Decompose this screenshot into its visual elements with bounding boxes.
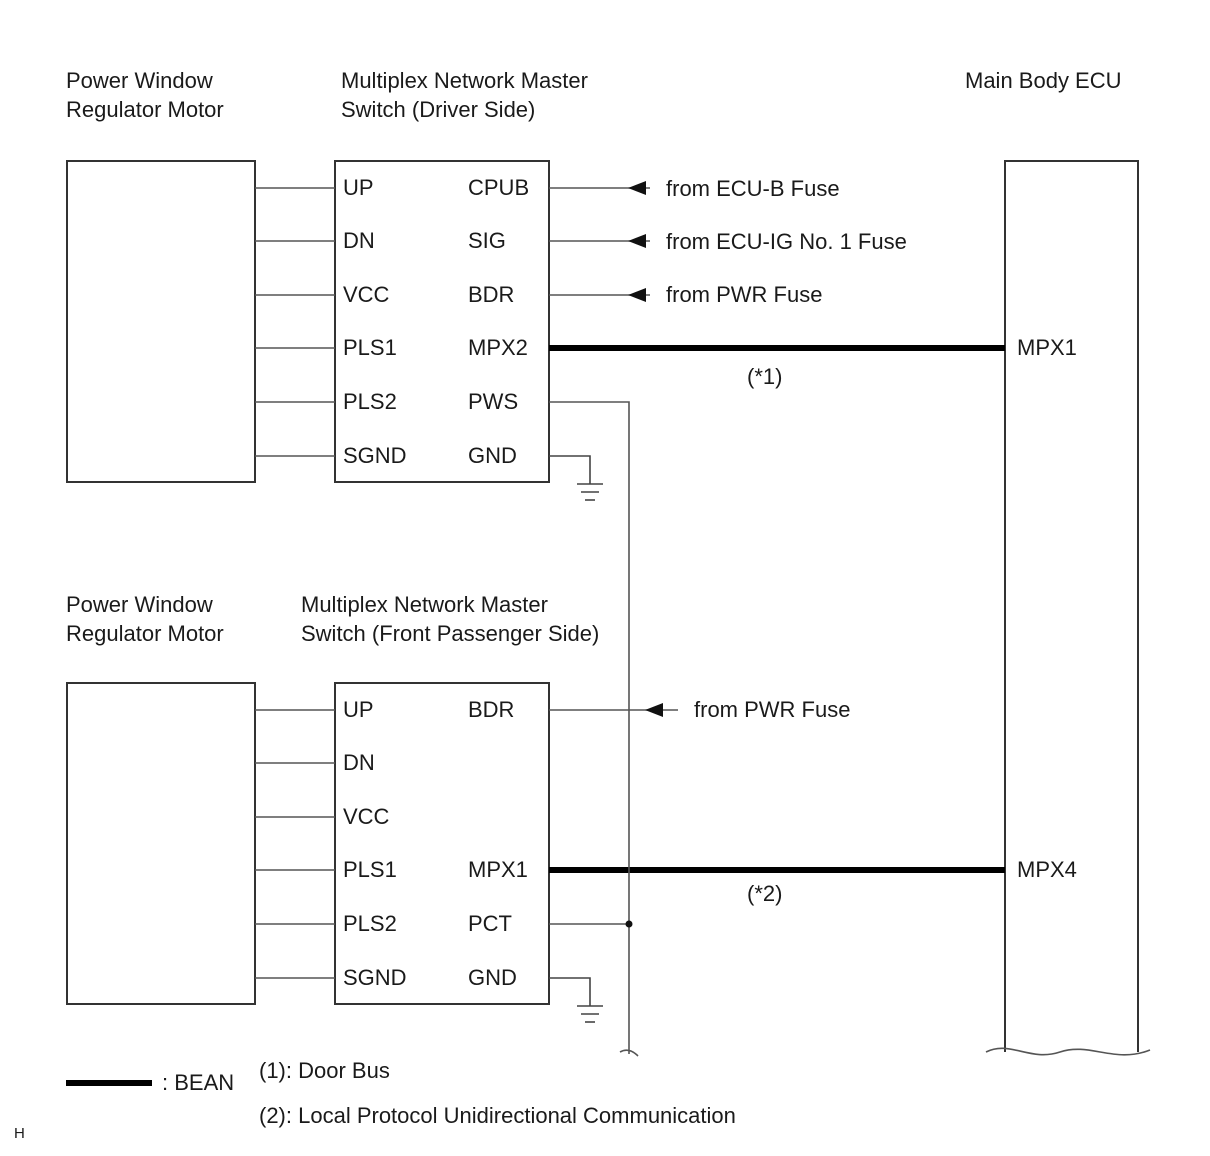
pct-junction-dot [625,920,633,928]
passenger-pin-pct: PCT [468,911,512,936]
driver-pin-pws: PWS [468,389,518,414]
driver-pin-vcc: VCC [343,282,390,307]
motor-top-title-line1: Power Window [66,68,213,93]
ground-symbol-top [549,455,603,501]
pws-wire [549,401,630,1054]
passenger-pin-mpx1: MPX1 [468,857,528,882]
switch-driver-title-line2: Switch (Driver Side) [341,97,535,122]
fuse-ecu-ig1-label: from ECU-IG No. 1 Fuse [666,229,907,254]
fuse-pwr-top-label: from PWR Fuse [666,282,822,307]
pws-wire-break [619,1049,639,1057]
passenger-pin-bdr: BDR [468,697,514,722]
ecu-pin-mpx1: MPX1 [1017,335,1077,360]
arrow-pwr-bottom [645,703,663,717]
motor-top-title-line2: Regulator Motor [66,97,224,122]
ecu-pin-mpx4: MPX4 [1017,857,1077,882]
motor-top-wires [255,187,335,457]
bus-note-1: (*1) [747,364,782,389]
legend-local-protocol: (2): Local Protocol Unidirectional Commu… [259,1103,736,1128]
switch-passenger-title-line2: Switch (Front Passenger Side) [301,621,599,646]
ecu-title: Main Body ECU [965,68,1122,93]
bus-note-2: (*2) [747,881,782,906]
driver-pin-bdr: BDR [468,282,514,307]
passenger-pin-dn: DN [343,750,375,775]
fuse-ecu-b-label: from ECU-B Fuse [666,176,840,201]
legend-bean-label: : BEAN [162,1070,234,1095]
motor-bottom-title-line1: Power Window [66,592,213,617]
arrow-ecu-ig1 [628,234,646,248]
passenger-pin-sgnd: SGND [343,965,407,990]
motor-bottom-title-line2: Regulator Motor [66,621,224,646]
passenger-pin-gnd: GND [468,965,517,990]
fuse-pwr-bottom-label: from PWR Fuse [694,697,850,722]
driver-pin-gnd: GND [468,443,517,468]
arrow-ecu-b [628,181,646,195]
motor-bottom-wires [255,709,335,979]
motor-bottom-box [66,682,256,1005]
passenger-pin-vcc: VCC [343,804,390,829]
driver-pin-cpub: CPUB [468,175,529,200]
switch-passenger-title-line1: Multiplex Network Master [301,592,548,617]
driver-pin-mpx2: MPX2 [468,335,528,360]
ecu-box [1004,160,1139,1052]
switch-passenger-box [334,682,550,1005]
corner-mark: H [14,1125,25,1142]
switch-driver-title-line1: Multiplex Network Master [341,68,588,93]
driver-pin-sig: SIG [468,228,506,253]
driver-pin-sgnd: SGND [343,443,407,468]
passenger-pin-pls2: PLS2 [343,911,397,936]
ground-symbol-bottom [549,977,603,1023]
legend-door-bus: (1): Door Bus [259,1058,390,1083]
passenger-pin-up: UP [343,697,374,722]
passenger-pin-pls1: PLS1 [343,857,397,882]
driver-pin-pls1: PLS1 [343,335,397,360]
driver-pin-up: UP [343,175,374,200]
motor-top-box [66,160,256,483]
switch-driver-box [334,160,550,483]
driver-pin-dn: DN [343,228,375,253]
driver-pin-pls2: PLS2 [343,389,397,414]
arrow-pwr-top [628,288,646,302]
ecu-break-line [985,1047,1151,1056]
